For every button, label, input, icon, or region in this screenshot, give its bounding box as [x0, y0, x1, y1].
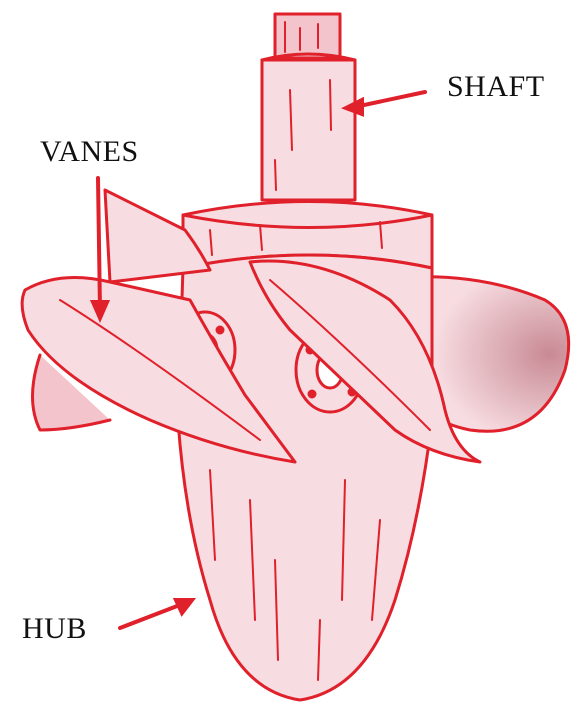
shaft: [262, 14, 355, 200]
vanes-label: VANES: [40, 135, 139, 169]
vanes-arrow: [98, 178, 100, 310]
hub-arrow: [120, 603, 185, 628]
hub-label: HUB: [22, 612, 87, 646]
shaft-label: SHAFT: [447, 70, 545, 104]
